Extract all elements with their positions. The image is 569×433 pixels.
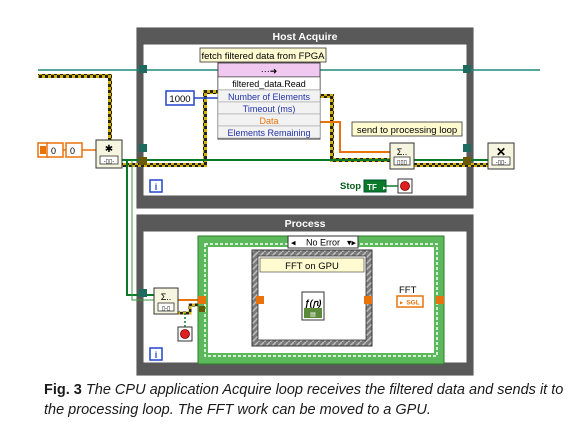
svg-text:Σ..: Σ.. (161, 292, 172, 302)
fft-label: FFT (399, 285, 417, 296)
process-iteration-terminal: i (149, 347, 163, 361)
left-constants[interactable]: 0 0 (37, 142, 83, 158)
host-iteration-terminal: i (149, 179, 163, 193)
fetch-comment: fetch filtered data from FPGA (201, 51, 325, 62)
fifo-read-node[interactable]: ⋯➜ filtered_data.Read Number of Elements… (217, 62, 321, 140)
queue-ref-wire-down (126, 160, 158, 296)
svg-text:i: i (155, 350, 158, 360)
svg-text:▤: ▤ (310, 312, 316, 318)
fft-gpu-title: FFT on GPU (285, 261, 339, 272)
send-comment: send to processing loop (357, 125, 457, 136)
prop-data: Data (259, 116, 278, 126)
svg-text:▯▯▯: ▯▯▯ (397, 160, 407, 166)
caption-text: The CPU application Acquire loop receive… (44, 382, 564, 418)
prop-timeout: Timeout (ms) (243, 104, 296, 114)
host-loop-title: Host Acquire (273, 31, 338, 43)
svg-text:-▯▯-: -▯▯- (104, 159, 115, 165)
svg-text:⋯➜: ⋯➜ (261, 66, 278, 76)
stop-terminal[interactable]: TF ▸ (363, 179, 387, 193)
svg-text:▾▸: ▾▸ (347, 238, 357, 248)
fft-indicator[interactable]: ▸ SGL (396, 295, 424, 308)
case-tunnel (436, 296, 444, 304)
case-tunnel (198, 296, 206, 304)
svg-text:▯-▯: ▯-▯ (162, 306, 171, 312)
fft-function-icon[interactable]: ƒ(ꞃ) ▤ (301, 291, 325, 321)
process-loop-condition[interactable] (177, 326, 193, 342)
tunnel (463, 144, 471, 152)
tunnel (139, 289, 147, 297)
tunnel (139, 144, 147, 152)
stop-label: Stop (340, 181, 361, 192)
svg-text:▸: ▸ (400, 300, 404, 307)
tunnel (139, 157, 147, 165)
svg-text:Σ..: Σ.. (397, 147, 408, 157)
svg-text:✕: ✕ (496, 145, 506, 159)
loop-condition-stop[interactable] (397, 178, 413, 194)
obtain-queue-node[interactable]: ✱ -▯▯- (95, 139, 123, 169)
case-selector: No Error (306, 238, 340, 248)
method-name: filtered_data.Read (232, 79, 306, 89)
release-queue-node[interactable]: ✕ -▯▯- (487, 142, 515, 170)
prop-elements-remaining: Elements Remaining (227, 128, 310, 138)
svg-text:◂: ◂ (291, 238, 296, 248)
process-loop-title: Process (285, 218, 326, 230)
num-elements-constant[interactable]: 1000 (165, 90, 195, 106)
svg-text:✱: ✱ (105, 144, 113, 155)
caption-label: Fig. 3 (44, 382, 82, 398)
figure-caption: Fig. 3 The CPU application Acquire loop … (44, 380, 564, 420)
tunnel (463, 157, 471, 165)
tunnel (139, 65, 147, 73)
svg-text:TF: TF (367, 183, 377, 192)
dequeue-node[interactable]: Σ.. ▯-▯ (153, 287, 179, 315)
svg-text:ƒ(ꞃ): ƒ(ꞃ) (305, 298, 322, 309)
prop-num-elements: Number of Elements (228, 92, 311, 102)
svg-text:1000: 1000 (169, 94, 190, 105)
const-b: 0 (70, 146, 75, 156)
const-a: 0 (51, 146, 56, 156)
svg-text:-▯▯-: -▯▯- (496, 160, 507, 166)
svg-text:SGL: SGL (406, 300, 419, 307)
svg-text:▸: ▸ (383, 185, 387, 192)
tunnel (463, 65, 471, 73)
data-wire (318, 121, 392, 153)
svg-text:i: i (155, 182, 158, 192)
enqueue-node[interactable]: Σ.. ▯▯▯ (389, 142, 415, 170)
